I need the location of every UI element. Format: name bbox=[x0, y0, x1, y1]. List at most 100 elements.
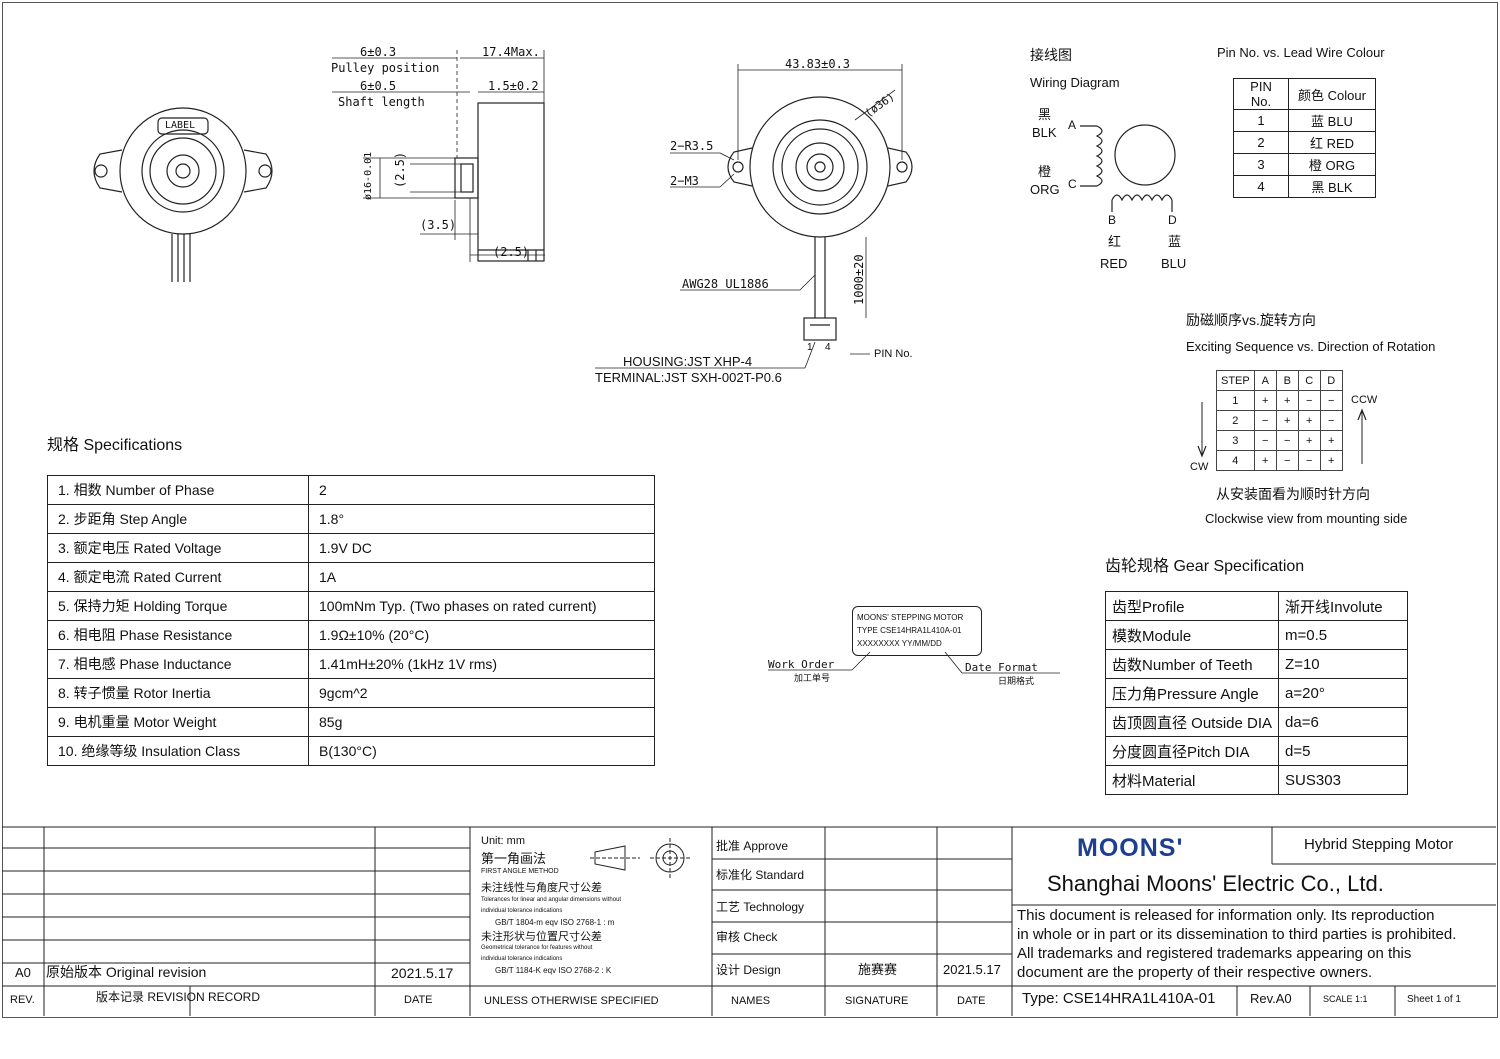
gear-label: 模数Module bbox=[1104, 620, 1280, 650]
projection-method-en: FIRST ANGLE METHOD bbox=[481, 868, 559, 875]
spec-label: 5. 保持力矩 Holding Torque bbox=[47, 591, 309, 621]
disclaimer-line-4: document are the property of their respe… bbox=[1017, 964, 1373, 981]
spec-label: 2. 步距角 Step Angle bbox=[47, 504, 309, 534]
sequence-title-cn: 励磁顺序vs.旋转方向 bbox=[1186, 312, 1316, 328]
spec-label: 7. 相电感 Phase Inductance bbox=[47, 649, 309, 679]
disclaimer-line-3: All trademarks and registered trademarks… bbox=[1017, 945, 1412, 962]
revision-number: Rev.A0 bbox=[1250, 991, 1292, 1006]
date-format-en: Date Format bbox=[965, 661, 1038, 674]
wiring-title-cn: 接线图 bbox=[1030, 47, 1072, 63]
work-order-cn: 加工单号 bbox=[794, 673, 831, 683]
spec-label: 9. 电机重量 Motor Weight bbox=[47, 707, 309, 737]
product-label-box: MOONS' STEPPING MOTOR TYPE CSE14HRA1L410… bbox=[852, 606, 982, 656]
spec-value: 85g bbox=[308, 707, 655, 737]
gear-label: 齿数Number of Teeth bbox=[1104, 649, 1280, 679]
tolerance-geometric-en-1: Geometrical tolerance for features witho… bbox=[481, 945, 593, 951]
tolerance-linear-standard: GB/T 1804-m eqv ISO 2768-1 : m bbox=[495, 918, 615, 927]
flat-length-dim: (3.5) bbox=[420, 218, 457, 232]
shaft-length-label: Shaft length bbox=[338, 95, 425, 109]
side-view bbox=[332, 50, 545, 262]
tolerance-geometric-cn: 未注形状与位置尺寸公差 bbox=[481, 931, 602, 943]
spec-value: 1.9V DC bbox=[308, 533, 655, 563]
date-header-2: DATE bbox=[957, 995, 986, 1007]
unless-specified: UNLESS OTHERWISE SPECIFIED bbox=[484, 995, 659, 1007]
work-order-en: Work Order bbox=[768, 658, 835, 671]
drawing-border bbox=[2, 2, 1498, 1018]
spec-label: 3. 额定电压 Rated Voltage bbox=[47, 533, 309, 563]
colour-cell: 黑 BLK bbox=[1288, 175, 1376, 198]
unit-text: Unit: mm bbox=[481, 835, 525, 847]
names-header: NAMES bbox=[731, 995, 771, 1007]
spec-label: 8. 转子惯量 Rotor Inertia bbox=[47, 678, 309, 708]
first-angle-symbol bbox=[590, 838, 690, 878]
signature-header: SIGNATURE bbox=[845, 995, 909, 1007]
sequence-table: STEP A B C D 1++−− 2−++− 3−−++ 4+−−+ bbox=[1216, 370, 1343, 471]
tolerance-linear-en-2: individual tolerance indications bbox=[481, 908, 563, 914]
table-row: 3−−++ bbox=[1216, 430, 1343, 451]
pulley-position-label: Pulley position bbox=[331, 61, 440, 75]
technology-label: 工艺 Technology bbox=[716, 900, 805, 914]
pin-table-header: 颜色 Colour bbox=[1288, 78, 1376, 110]
terminal-spec: TERMINAL:JST SXH-002T-P0.6 bbox=[595, 370, 782, 385]
table-row: 2−++− bbox=[1216, 410, 1343, 431]
wiring-title-en: Wiring Diagram bbox=[1030, 75, 1120, 90]
phase-cell: − bbox=[1319, 390, 1343, 411]
gear-value: m=0.5 bbox=[1278, 620, 1408, 650]
design-label: 设计 Design bbox=[716, 963, 781, 977]
tolerance-geometric-en-2: individual tolerance indications bbox=[481, 956, 563, 962]
disclaimer-line-2: in whole or in part or its dissemination… bbox=[1017, 926, 1457, 943]
moons-logo: MOONS' bbox=[1077, 834, 1184, 862]
radius-callout: 2−R3.5 bbox=[670, 139, 714, 153]
check-label: 审核 Check bbox=[716, 930, 778, 944]
revision-code: A0 bbox=[15, 965, 31, 980]
max-length-dim: 17.4Max. bbox=[482, 45, 540, 59]
gear-label: 齿顶圆直径 Outside DIA bbox=[1104, 707, 1280, 737]
wire-red-en: RED bbox=[1100, 256, 1128, 271]
wire-b: B bbox=[1108, 213, 1117, 227]
rotation-note-en: Clockwise view from mounting side bbox=[1205, 511, 1408, 526]
wire-blu-cn: 蓝 bbox=[1168, 234, 1182, 249]
flange-dim: 1.5±0.2 bbox=[488, 79, 539, 93]
pin-4-label: 4 bbox=[825, 342, 831, 353]
label-line-1: MOONS' STEPPING MOTOR bbox=[857, 613, 964, 622]
gear-value: SUS303 bbox=[1278, 765, 1408, 795]
table-row: 1++−− bbox=[1216, 390, 1343, 411]
pin-1-label: 1 bbox=[807, 342, 813, 353]
phase-cell: + bbox=[1319, 450, 1343, 471]
shaft-length-dim: 6±0.5 bbox=[360, 79, 397, 93]
spec-label: 1. 相数 Number of Phase bbox=[47, 475, 309, 505]
wiring-schematic bbox=[1080, 124, 1176, 212]
ccw-label: CCW bbox=[1351, 394, 1378, 406]
sequence-title-en: Exciting Sequence vs. Direction of Rotat… bbox=[1186, 339, 1436, 354]
wire-c: C bbox=[1068, 177, 1077, 191]
pin-table-title: Pin No. vs. Lead Wire Colour bbox=[1217, 45, 1385, 60]
wire-red-cn: 红 bbox=[1108, 234, 1122, 249]
label-line-3: XXXXXXXX YY/MM/DD bbox=[857, 639, 942, 648]
tolerance-linear-en-1: Tolerances for linear and angular dimens… bbox=[481, 897, 622, 903]
sheet-number: Sheet 1 of 1 bbox=[1407, 994, 1461, 1005]
date-format-cn: 日期格式 bbox=[998, 676, 1035, 686]
company-name: Shanghai Moons' Electric Co., Ltd. bbox=[1047, 871, 1384, 896]
wire-spec: AWG28 UL1886 bbox=[682, 277, 769, 291]
product-type: Hybrid Stepping Motor bbox=[1304, 836, 1454, 853]
rev-header: REV. bbox=[10, 994, 35, 1006]
spec-value: B(130°C) bbox=[308, 736, 655, 766]
revision-date: 2021.5.17 bbox=[391, 965, 454, 981]
rotation-note-cn: 从安装面看为顺时针方向 bbox=[1216, 486, 1370, 502]
pulley-position-dim: 6±0.3 bbox=[360, 45, 397, 59]
wire-blk-cn: 黑 bbox=[1038, 107, 1052, 122]
